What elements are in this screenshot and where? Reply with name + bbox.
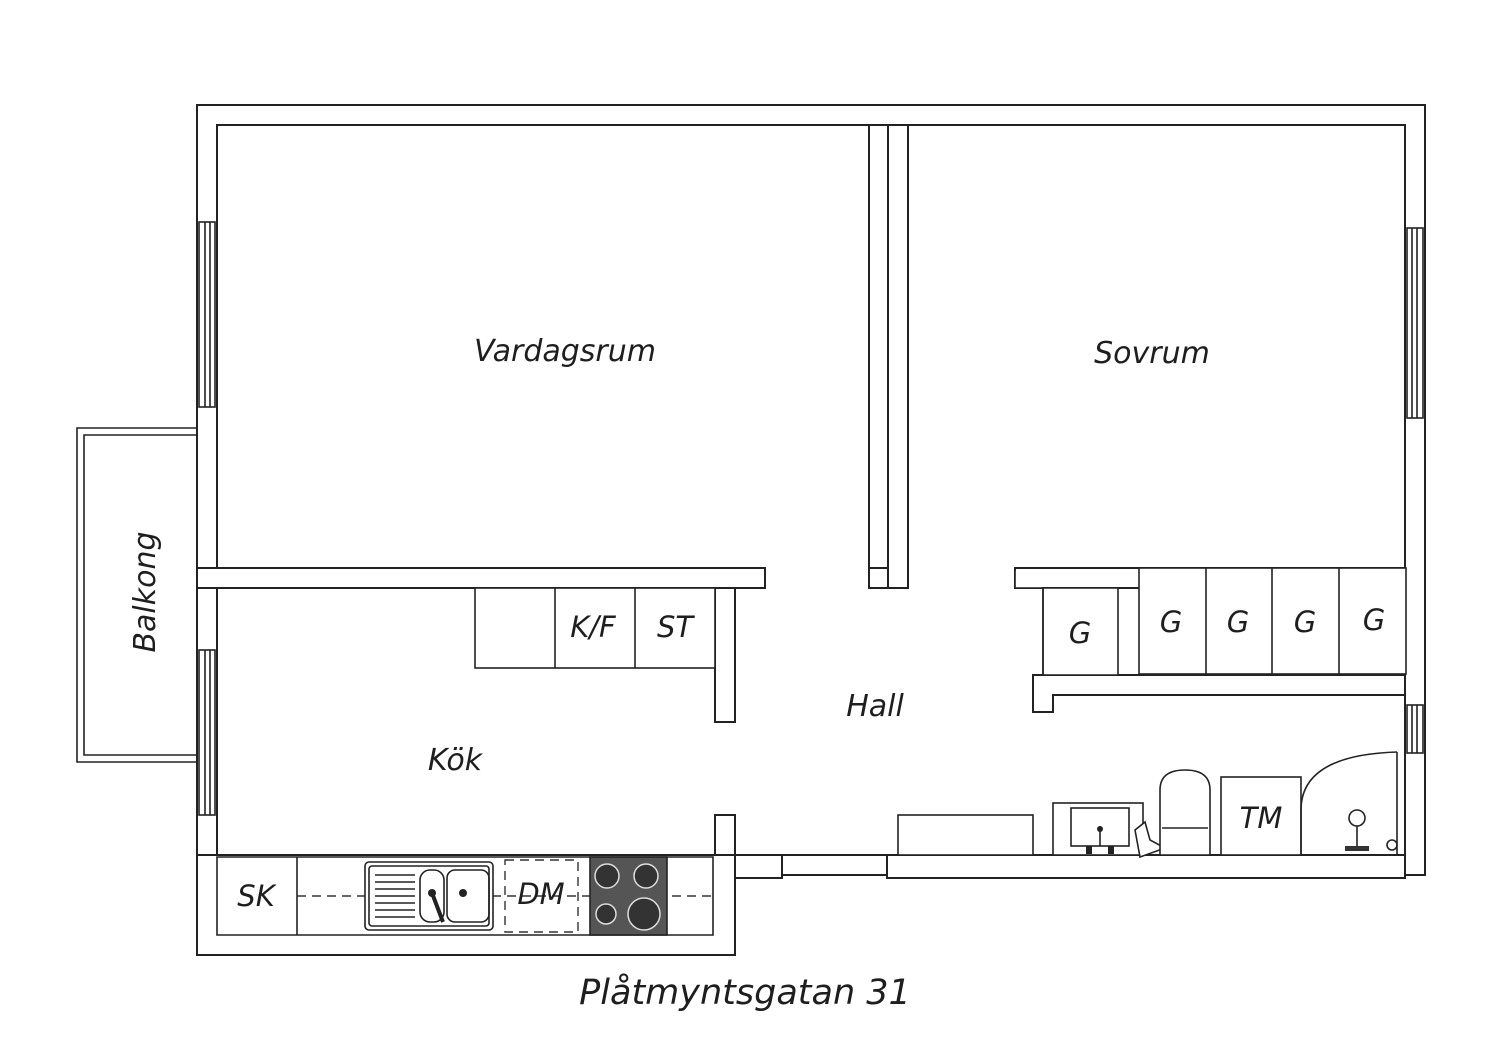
wardrobe-label: G — [1227, 605, 1249, 639]
room-label-kitchen: Kök — [428, 743, 484, 778]
washing-machine — [1220, 776, 1302, 856]
room-label-living: Vardagsrum — [474, 334, 656, 369]
hall-bench — [897, 814, 1034, 856]
balcony — [76, 427, 197, 763]
fridge-freezer-label: K/F — [570, 610, 617, 644]
sink — [364, 861, 494, 931]
interior-walls — [196, 124, 1406, 879]
storage-label: ST — [657, 610, 695, 644]
wardrobes — [1014, 567, 1407, 676]
washing-machine-label: TM — [1240, 801, 1283, 835]
windows — [198, 221, 1424, 816]
kitchen-counter — [296, 856, 713, 936]
wardrobe-label: G — [1363, 603, 1385, 637]
cleaning-closet-label: SK — [237, 879, 276, 913]
wardrobe-label: G — [1160, 605, 1182, 639]
toilet — [1159, 769, 1211, 856]
stove — [589, 856, 668, 936]
bathroom-fixtures — [1052, 751, 1398, 859]
dishwasher-label: DM — [517, 877, 564, 911]
room-label-hall: Hall — [846, 689, 904, 724]
kitchen-upper-cabinets — [474, 587, 716, 669]
room-label-bedroom: Sovrum — [1094, 336, 1210, 371]
shower — [1300, 751, 1398, 856]
wardrobe-label: G — [1294, 605, 1316, 639]
dishwasher — [504, 859, 579, 933]
room-label-balcony: Balkong — [128, 531, 163, 652]
wardrobe-label: G — [1069, 616, 1091, 650]
address: Plåtmyntsgatan 31 — [579, 972, 911, 1013]
outer-walls — [196, 104, 1426, 876]
